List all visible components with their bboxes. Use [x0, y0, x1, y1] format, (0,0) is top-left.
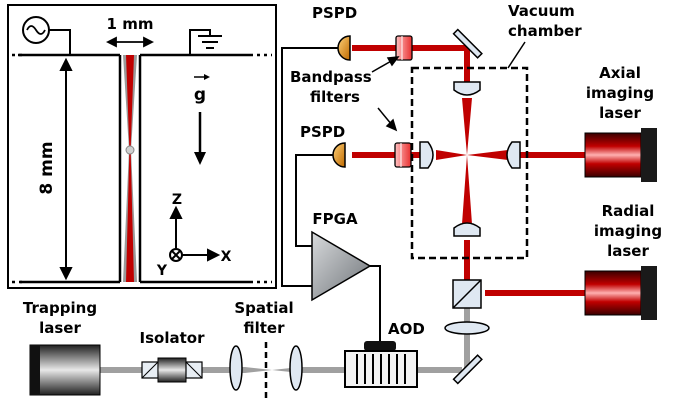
axis-x-label: X [221, 249, 232, 265]
height-label: 8 mm [37, 141, 57, 194]
pspd-top-icon [337, 35, 351, 61]
isolator-icon [141, 357, 203, 383]
beam-splitter [452, 279, 482, 309]
aod-label: AOD [388, 320, 425, 338]
axial-label-1: Axial [599, 64, 641, 82]
spatial-lens-2 [289, 345, 303, 391]
trap-beam-red [126, 55, 134, 282]
fpga-label: FPGA [312, 210, 358, 228]
bandpass-label-2: filters [310, 88, 360, 106]
pspd-top-label: PSPD [312, 4, 357, 22]
trapped-particle [125, 145, 135, 155]
axial-laser [584, 128, 657, 182]
electrode-top [18, 53, 250, 282]
pspd-mid-label: PSPD [300, 123, 345, 141]
gap-arrow [105, 36, 155, 48]
focus-horizontal [436, 150, 508, 160]
aod-icon [344, 341, 418, 388]
spatial-label-1: Spatial [234, 299, 293, 317]
ac-source-icon [22, 16, 50, 44]
ground-icon [189, 29, 222, 55]
axes-icon [169, 205, 221, 262]
pspd-mid-icon [332, 142, 346, 168]
axial-label-3: laser [599, 104, 641, 122]
radial-label-3: laser [607, 242, 649, 260]
lens-radial [444, 321, 490, 335]
spatial-filter-beam [245, 367, 272, 373]
radial-laser [584, 266, 657, 320]
axis-y-label: Y [156, 263, 168, 279]
objective-lenses [419, 81, 521, 237]
bandpass-filter-top [395, 35, 413, 61]
vacuum-pointer [507, 41, 526, 69]
axial-label-2: imaging [586, 84, 654, 102]
trapping-laser [29, 344, 101, 396]
axis-z-label: Z [172, 192, 182, 208]
ac-source-wire [49, 29, 71, 55]
trapping-label-2: laser [39, 319, 81, 337]
trapping-label-1: Trapping [23, 299, 97, 317]
bandpass-pointer-arrows [371, 56, 400, 132]
vacuum-chamber [410, 66, 529, 260]
fpga-wires [281, 47, 381, 345]
vacuum-label-1: Vacuum [508, 2, 575, 20]
inset-frame [7, 4, 277, 289]
bandpass-filter-mid [394, 142, 412, 168]
isolator-label: Isolator [140, 329, 206, 347]
gap-label: 1 mm [107, 15, 154, 33]
gravity-arrow [194, 112, 206, 165]
gravity-label: g [194, 85, 206, 105]
spatial-lens-1 [229, 345, 243, 391]
bandpass-label-1: Bandpass [290, 68, 372, 86]
mirror-bottom [452, 354, 483, 385]
radial-label-1: Radial [602, 202, 655, 220]
radial-label-2: imaging [594, 222, 662, 240]
gravity-vector-icon [194, 74, 210, 80]
height-arrow [59, 57, 73, 281]
focus-vertical [462, 98, 472, 224]
fpga-icon [311, 230, 372, 302]
vacuum-label-2: chamber [508, 22, 582, 40]
mirror-top [452, 28, 483, 59]
spatial-label-2: filter [243, 319, 285, 337]
